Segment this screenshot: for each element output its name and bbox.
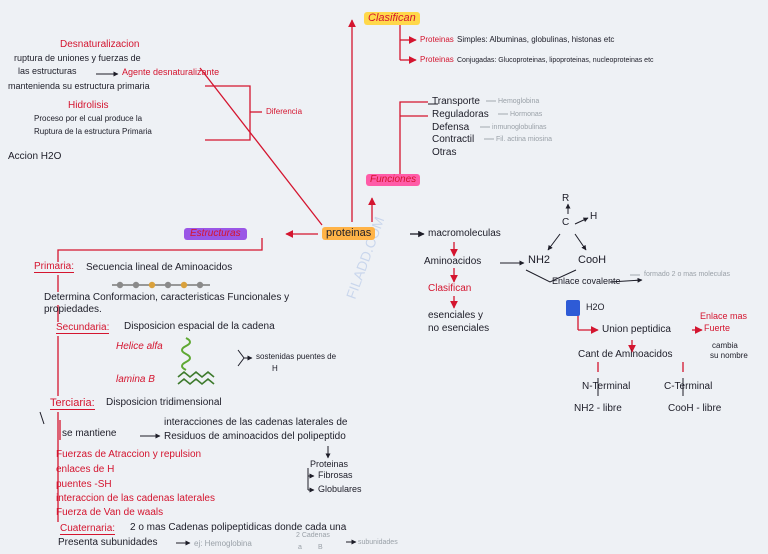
hidrogeno-H: H	[590, 211, 598, 222]
funciones-title: Funciones	[366, 174, 421, 186]
hidrolisis-title: Hidrolisis	[68, 100, 109, 111]
cantidad-aminoacidos: Cant de Aminoacidos	[578, 349, 673, 360]
nh2-libre: NH2 - libre	[574, 403, 622, 414]
globulares: Globulares	[318, 484, 362, 494]
fibrosas: Fibrosas	[318, 470, 353, 480]
ejemplo-inmunoglobulinas: inmunoglobulinas	[492, 124, 547, 131]
enlace-mas-line1: Enlace mas	[700, 311, 748, 321]
aminoacidos: Aminoacidos	[424, 256, 482, 267]
funcion-reguladoras: Reguladoras	[432, 109, 489, 120]
ejemplo-actina-miosina: Fil. actina miosina	[496, 136, 553, 143]
proteinas-sub: Proteinas	[310, 459, 349, 469]
clasifican-aminoacidos: Clasifican	[428, 283, 472, 294]
ink-connectors	[39, 71, 684, 546]
enlace-nota: formado 2 o mas moleculas	[644, 271, 730, 278]
proteinas-simples-key: Proteinas	[420, 35, 454, 44]
cuaternaria-label: Cuaternaria:	[60, 523, 116, 535]
cadena-alfa: a	[298, 544, 302, 551]
cadena-beta: B	[318, 544, 323, 551]
ejemplo-hemoglobina: Hemoglobina	[498, 98, 540, 105]
primaria-label: Primaria:	[34, 261, 75, 273]
cambia-line1: cambia	[712, 341, 738, 350]
proteinas-conjugadas-key: Proteinas	[420, 55, 454, 64]
central-connectors	[57, 19, 703, 522]
cooh-libre: CooH - libre	[668, 403, 722, 414]
grupo-NH2: NH2	[528, 254, 551, 266]
fuerza-enlaces-h: enlaces de H	[56, 464, 115, 475]
funcion-otras: Otras	[432, 147, 457, 158]
clasifican-title: Clasifican	[364, 12, 420, 25]
beta-sheet-drawing	[177, 370, 215, 386]
enlace-covalente: Enlace covalente	[552, 276, 621, 286]
lamina-beta: lamina B	[116, 374, 155, 385]
ejemplo-hormonas: Hormonas	[510, 111, 543, 118]
ejemplo-hemoglobina-cuaternaria: ej: Hemoglobina	[194, 539, 252, 548]
radical-R: R	[562, 193, 570, 204]
carbono-alfa: C	[562, 217, 570, 228]
desnaturalizacion-line3: mantenienda su estructura primaria	[8, 81, 150, 91]
example-arrows	[480, 100, 640, 276]
peptide-bond-highlight	[566, 300, 580, 316]
sostenidas-line1: sostenidas puentes de	[256, 352, 337, 361]
union-peptidica: Union peptidica	[602, 324, 671, 335]
desnaturalizacion-title: Desnaturalizacion	[60, 39, 140, 50]
esenciales: esenciales y	[428, 310, 484, 321]
primaria-text: Secuencia lineal de Aminoacidos	[86, 262, 233, 273]
interacciones-line2: Residuos de aminoacidos del polipeptido	[164, 431, 346, 442]
c-terminal: C-Terminal	[664, 381, 713, 392]
funcion-contractil: Contractil	[432, 134, 475, 145]
cambia-line2: su nombre	[710, 351, 748, 360]
macromoleculas: macromoleculas	[428, 228, 501, 239]
secundaria-text: Disposicion espacial de la cadena	[124, 321, 275, 332]
helice-alfa: Helice alfa	[116, 341, 163, 352]
secundaria-label: Secundaria:	[56, 322, 110, 334]
terciaria-label: Terciaria:	[50, 397, 95, 410]
proteinas-simples-text: Simples: Albuminas, globulinas, histonas…	[457, 35, 615, 44]
subunidades-label: subunidades	[358, 539, 398, 546]
fuerza-atraccion: Fuerzas de Atraccion y repulsion	[56, 449, 202, 460]
molecula-agua: H2O	[586, 302, 605, 312]
diferencia-label: Diferencia	[266, 107, 303, 116]
agente-desnaturalizante: Agente desnaturalizante	[122, 67, 220, 77]
cuaternaria-text: 2 o mas Cadenas polipeptidicas donde cad…	[130, 522, 347, 533]
amino-acid-chain-drawing	[112, 281, 210, 289]
fuerza-cadenas-laterales: interaccion de las cadenas laterales	[56, 493, 215, 504]
proteinas-conjugadas-text: Conjugadas: Glucoproteinas, lipoproteina…	[457, 57, 654, 64]
hidrolisis-line2: Ruptura de la estructura Primaria	[34, 127, 152, 136]
alpha-helix-drawing	[181, 337, 191, 371]
terciaria-text: Disposicion tridimensional	[106, 397, 222, 408]
estructuras-title: Estructuras	[184, 228, 247, 240]
funcion-transporte: Transporte	[432, 96, 480, 107]
interacciones-line1: interacciones de las cadenas laterales d…	[164, 417, 348, 428]
n-terminal: N-Terminal	[582, 381, 631, 392]
funcion-defensa: Defensa	[432, 122, 470, 133]
central-node-proteinas: proteinas	[322, 227, 376, 240]
no-esenciales: no esenciales	[428, 323, 490, 334]
determina-line1: Determina Conformacion, caracteristicas …	[44, 292, 290, 303]
presenta-subunidades: Presenta subunidades	[58, 537, 158, 548]
fuerza-puentes-sh: puentes -SH	[56, 479, 112, 490]
cadenas-label: 2 Cadenas	[296, 532, 330, 539]
desnaturalizacion-line2: las estructuras	[18, 66, 77, 76]
determina-line2: propiedades.	[44, 304, 102, 315]
fuerza-van-der-waals: Fuerza de Van de waals	[56, 507, 164, 518]
sostenidas-line2: H	[272, 364, 278, 373]
desnaturalizacion-line1: ruptura de uniones y fuerzas de	[14, 53, 141, 63]
enlace-mas-line2: Fuerte	[704, 323, 731, 333]
se-mantiene: se mantiene	[62, 428, 117, 439]
accion-h2o: Accion H2O	[8, 151, 62, 162]
hidrolisis-line1: Proceso por el cual produce la	[34, 114, 143, 123]
grupo-COOH: CooH	[578, 254, 607, 266]
